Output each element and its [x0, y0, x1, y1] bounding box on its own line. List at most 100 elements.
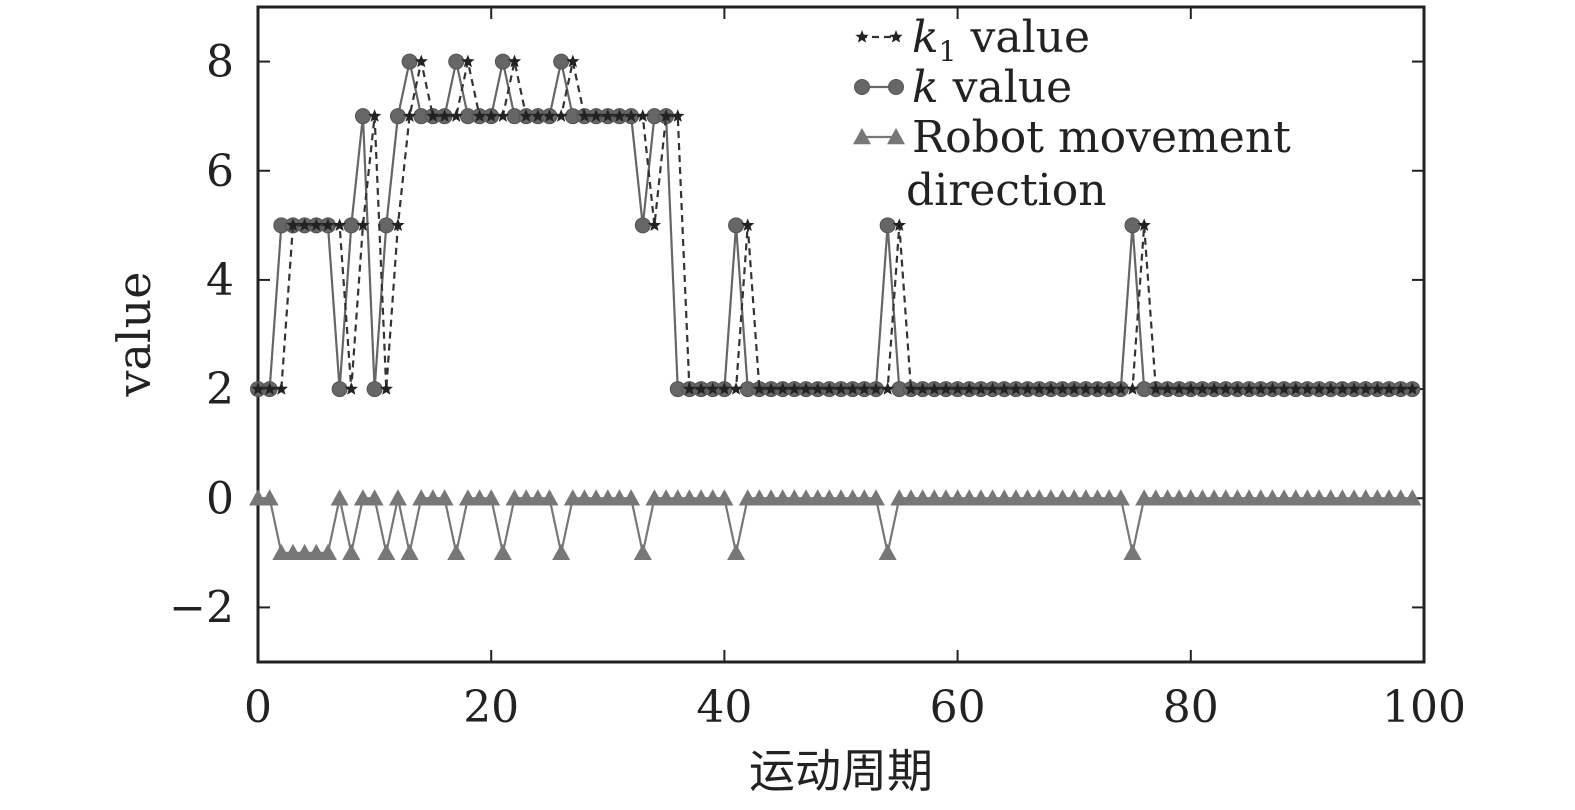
data-point — [1100, 489, 1119, 506]
data-point — [878, 543, 897, 561]
data-point — [1020, 382, 1035, 395]
data-point — [762, 489, 781, 506]
data-point — [260, 489, 279, 506]
data-point — [1111, 489, 1130, 506]
data-point — [1242, 382, 1256, 395]
data-point — [354, 108, 371, 125]
data-point — [447, 543, 466, 561]
data-point — [1298, 489, 1317, 506]
data-point — [272, 543, 291, 561]
data-point — [622, 489, 641, 506]
data-point — [493, 543, 512, 561]
data-point — [400, 543, 419, 561]
data-point — [866, 489, 885, 506]
data-point — [785, 489, 804, 506]
data-point — [321, 218, 335, 231]
y-tick-label: 8 — [206, 37, 234, 88]
data-point — [1041, 489, 1060, 506]
data-point — [505, 489, 524, 506]
data-point — [913, 489, 932, 506]
data-point — [671, 109, 685, 122]
data-point — [482, 489, 501, 506]
data-point — [1195, 382, 1210, 395]
data-point — [1135, 489, 1154, 506]
data-point — [1277, 382, 1291, 395]
data-point — [331, 381, 348, 398]
data-point — [1335, 382, 1350, 395]
legend-label: Robot movement — [912, 112, 1291, 163]
data-point — [983, 489, 1002, 506]
data-point — [1382, 382, 1396, 395]
data-point — [1170, 489, 1189, 506]
data-point — [668, 489, 687, 506]
data-point — [776, 382, 790, 395]
data-point — [528, 489, 547, 506]
data-point — [1030, 489, 1049, 506]
data-point — [343, 217, 360, 234]
data-point — [727, 543, 746, 561]
data-point — [484, 109, 498, 122]
data-point — [960, 489, 979, 506]
data-point — [566, 54, 580, 68]
data-point — [1123, 543, 1142, 561]
data-point — [682, 382, 697, 395]
y-axis-title: value — [107, 272, 161, 398]
data-point — [694, 382, 708, 395]
data-point — [507, 54, 522, 68]
data-point — [1207, 382, 1221, 395]
data-point — [811, 382, 825, 395]
data-point — [1356, 489, 1375, 506]
data-point — [1065, 489, 1084, 506]
data-point — [1310, 489, 1329, 506]
data-point — [553, 53, 570, 70]
data-point — [1228, 489, 1247, 506]
data-point — [366, 381, 383, 398]
data-point — [1321, 489, 1340, 506]
data-point — [1254, 382, 1268, 395]
data-point — [1263, 489, 1282, 506]
data-point — [1289, 382, 1303, 395]
data-point — [587, 489, 606, 506]
data-point — [1403, 489, 1422, 506]
data-point — [843, 489, 862, 506]
data-point — [1125, 382, 1140, 395]
legend-marker — [889, 30, 903, 43]
data-point — [997, 382, 1011, 395]
data-point — [342, 543, 361, 561]
data-point — [332, 218, 347, 231]
data-point — [286, 218, 300, 231]
data-point — [1158, 489, 1177, 506]
data-point — [249, 489, 267, 506]
legend-label: k1 value — [912, 12, 1090, 68]
data-point — [1312, 382, 1326, 395]
data-point — [379, 382, 393, 395]
data-point — [552, 543, 571, 561]
data-point — [1370, 382, 1385, 395]
data-point — [1216, 489, 1235, 506]
y-tick-label: 6 — [206, 146, 234, 197]
data-point — [904, 382, 918, 395]
data-point — [915, 382, 930, 395]
data-point — [494, 53, 511, 70]
data-point — [1251, 489, 1270, 506]
data-point — [377, 543, 396, 561]
data-point — [309, 218, 323, 231]
x-axis-title: 运动周期 — [749, 744, 933, 798]
data-point — [435, 489, 454, 506]
data-point — [936, 489, 955, 506]
data-point — [692, 489, 711, 506]
data-point — [939, 382, 953, 395]
data-point — [633, 543, 652, 561]
data-point — [1079, 382, 1093, 395]
data-point — [715, 489, 734, 506]
data-point — [1172, 382, 1186, 395]
data-point — [1219, 382, 1233, 395]
data-point — [575, 489, 594, 506]
data-point — [1146, 489, 1165, 506]
data-point — [1193, 489, 1212, 506]
data-point — [1205, 489, 1224, 506]
data-point — [318, 543, 337, 561]
data-point — [636, 109, 650, 122]
data-point — [458, 489, 477, 506]
data-point — [330, 489, 349, 506]
